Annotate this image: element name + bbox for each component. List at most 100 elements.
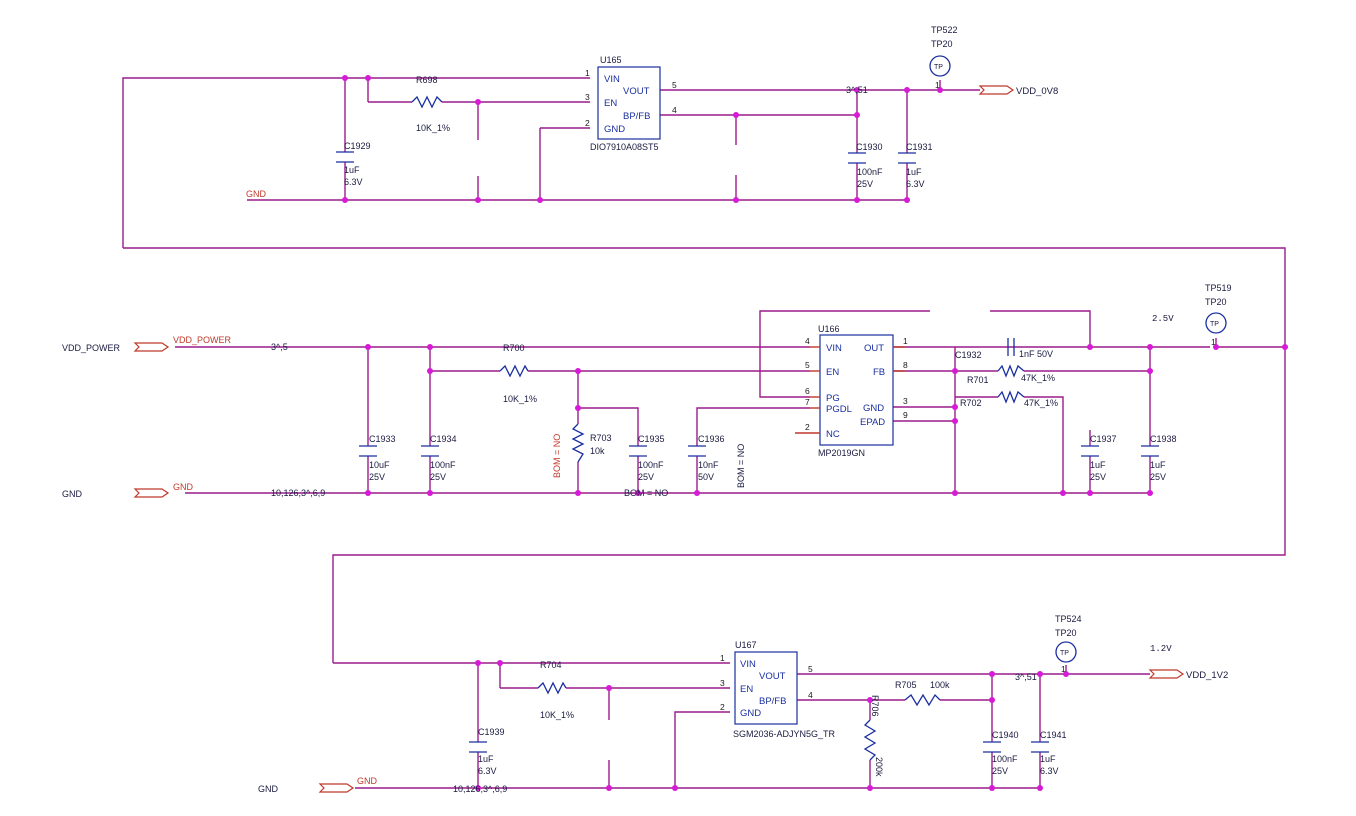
ic-u167[interactable]: U167 VIN EN GND VOUT BP/FB 1 3 2 5 4 SGM… bbox=[720, 640, 836, 739]
u165-part: DIO7910A08ST5 bbox=[590, 142, 659, 152]
c1933-v1: 10uF bbox=[369, 460, 390, 470]
c1935-v2: 25V bbox=[638, 472, 654, 482]
testpoint-tp519[interactable]: TP TP519 TP20 1 bbox=[1205, 283, 1232, 347]
u166-pinnum-9: 9 bbox=[903, 410, 908, 420]
capacitor-c1941[interactable]: C1941 1uF 6.3V bbox=[1031, 730, 1067, 776]
resistor-r705[interactable]: R705 100k bbox=[895, 680, 950, 707]
capacitor-c1938[interactable]: C1938 1uF 25V bbox=[1141, 434, 1177, 482]
u166-pin-fb: FB bbox=[873, 367, 885, 378]
u167-pinnum-1: 1 bbox=[720, 653, 725, 663]
ic-u166[interactable]: U166 VIN EN PG PGDL NC OUT FB GND EPAD 4… bbox=[795, 324, 908, 458]
u167-pin-en: EN bbox=[740, 684, 753, 695]
u165-pin-vout: VOUT bbox=[623, 86, 650, 97]
resistor-r698[interactable]: R698 10K_1% bbox=[411, 75, 450, 133]
u167-pinnum-3: 3 bbox=[720, 678, 725, 688]
offpage-ref-bottom: 3^,51 bbox=[1015, 672, 1037, 682]
capacitor-c1937[interactable]: C1937 1uF 25V bbox=[1081, 434, 1117, 482]
port-vdd-power[interactable]: VDD_POWER bbox=[133, 335, 232, 352]
c1937-ref: C1937 bbox=[1090, 434, 1117, 444]
r700-ref: R700 bbox=[503, 343, 525, 353]
c1934-v1: 100nF bbox=[430, 460, 456, 470]
u166-ref: U166 bbox=[818, 324, 840, 334]
capacitor-c1933[interactable]: C1933 10uF 25V bbox=[359, 434, 396, 482]
tp519-sym: TP bbox=[1210, 321, 1219, 328]
r704-ref: R704 bbox=[540, 660, 562, 670]
c1939-ref: C1939 bbox=[478, 727, 505, 737]
tp522-type: TP20 bbox=[931, 39, 953, 49]
c1938-v1: 1uF bbox=[1150, 460, 1166, 470]
capacitor-c1939[interactable]: C1939 1uF 6.3V bbox=[469, 727, 505, 776]
tp519-type: TP20 bbox=[1205, 297, 1227, 307]
u165-ref: U165 bbox=[600, 55, 622, 65]
capacitor-c1936[interactable]: C1936 10nF 50V BOM = NO bbox=[688, 434, 746, 488]
u166-pinnum-3: 3 bbox=[903, 396, 908, 406]
c1938-v2: 25V bbox=[1150, 472, 1166, 482]
capacitor-c1929[interactable]: C1929 1uF 6.3V bbox=[336, 141, 371, 187]
c1935-ref: C1935 bbox=[638, 434, 665, 444]
port-vdd-1v2[interactable]: VDD_1V2 bbox=[1148, 669, 1228, 681]
u165-pinnum-1: 1 bbox=[585, 68, 590, 78]
u166-pinnum-5: 5 bbox=[805, 360, 810, 370]
c1940-v2: 25V bbox=[992, 766, 1008, 776]
vdd-power-port-label: VDD_POWER bbox=[173, 335, 232, 345]
u165-pin-gnd: GND bbox=[604, 124, 625, 135]
u166-pin-vin: VIN bbox=[826, 343, 842, 354]
junctions-u166 bbox=[365, 344, 1288, 496]
capacitor-c1935[interactable]: C1935 100nF 25V bbox=[629, 434, 665, 482]
gnd-port-label-bottom: GND bbox=[357, 776, 378, 786]
tp519-ref: TP519 bbox=[1205, 283, 1232, 293]
gnd-offpage-bottom: 10,126,3^,6,9 bbox=[453, 784, 507, 794]
r700-val: 10K_1% bbox=[503, 394, 537, 404]
section-u167: U167 VIN EN GND VOUT BP/FB 1 3 2 5 4 SGM… bbox=[258, 614, 1228, 794]
c1941-v2: 6.3V bbox=[1040, 766, 1059, 776]
offpage-ref-in: 3^,5 bbox=[271, 342, 288, 352]
capacitor-c1931[interactable]: C1931 1uF 6.3V bbox=[898, 142, 933, 189]
r701-val: 47K_1% bbox=[1021, 373, 1055, 383]
u165-pinnum-5: 5 bbox=[672, 80, 677, 90]
c1936-ref: C1936 bbox=[698, 434, 725, 444]
port-gnd-bottom[interactable]: GND bbox=[318, 776, 378, 793]
resistor-r701[interactable]: R701 47K_1% bbox=[967, 364, 1055, 385]
resistor-r703[interactable]: R703 10k BOM = NO bbox=[552, 423, 612, 478]
u167-pin-bpfb: BP/FB bbox=[759, 696, 786, 707]
c1930-v2: 25V bbox=[857, 179, 873, 189]
u167-pinnum-5: 5 bbox=[808, 664, 813, 674]
c1930-v1: 100nF bbox=[857, 167, 883, 177]
c1933-v2: 25V bbox=[369, 472, 385, 482]
port-vdd-0v8[interactable]: VDD_0V8 bbox=[978, 85, 1058, 97]
bom-no-mid: BOM = NO bbox=[624, 488, 668, 498]
c1939-v2: 6.3V bbox=[478, 766, 497, 776]
u166-pinnum-4: 4 bbox=[805, 336, 810, 346]
tp522-sym: TP bbox=[934, 64, 943, 71]
u166-pin-gnd: GND bbox=[863, 403, 884, 414]
r705-val: 100k bbox=[930, 680, 950, 690]
capacitor-c1934[interactable]: C1934 100nF 25V bbox=[421, 434, 457, 482]
port-gnd-mid[interactable]: GND bbox=[133, 482, 194, 498]
u166-pin-epad: EPAD bbox=[860, 417, 885, 428]
c1937-v2: 25V bbox=[1090, 472, 1106, 482]
c1941-ref: C1941 bbox=[1040, 730, 1067, 740]
resistor-r702[interactable]: R702 47K_1% bbox=[960, 390, 1058, 408]
tp524-type: TP20 bbox=[1055, 628, 1077, 638]
tp524-sym: TP bbox=[1060, 650, 1069, 657]
ic-u165[interactable]: U165 VIN EN GND VOUT BP/FB 1 3 2 5 4 DIO… bbox=[585, 55, 677, 152]
resistor-r706[interactable]: R706 200k bbox=[863, 695, 884, 777]
capacitor-c1932[interactable]: C1932 1nF 50V bbox=[955, 338, 1053, 360]
testpoint-tp522[interactable]: TP TP522 TP20 1 bbox=[929, 25, 958, 90]
c1930-ref: C1930 bbox=[856, 142, 883, 152]
u167-pin-vin: VIN bbox=[740, 659, 756, 670]
resistor-r704[interactable]: R704 10K_1% bbox=[537, 660, 574, 720]
u166-part: MP2019GN bbox=[818, 448, 865, 458]
c1931-ref: C1931 bbox=[906, 142, 933, 152]
capacitor-c1940[interactable]: C1940 100nF 25V bbox=[983, 730, 1019, 776]
u166-pinnum-2: 2 bbox=[805, 422, 810, 432]
resistor-r700[interactable]: R700 10K_1% bbox=[499, 343, 537, 404]
c1936-bom: BOM = NO bbox=[736, 444, 746, 488]
c1934-ref: C1934 bbox=[430, 434, 457, 444]
testpoint-tp524[interactable]: TP TP524 TP20 1 bbox=[1055, 614, 1082, 674]
wires-u166 bbox=[175, 310, 1286, 663]
tp524-pin: 1 bbox=[1061, 664, 1066, 674]
capacitor-c1930[interactable]: C1930 100nF 25V bbox=[848, 142, 883, 189]
c1932-val: 1nF 50V bbox=[1019, 349, 1053, 359]
u166-pin-en: EN bbox=[826, 367, 839, 378]
